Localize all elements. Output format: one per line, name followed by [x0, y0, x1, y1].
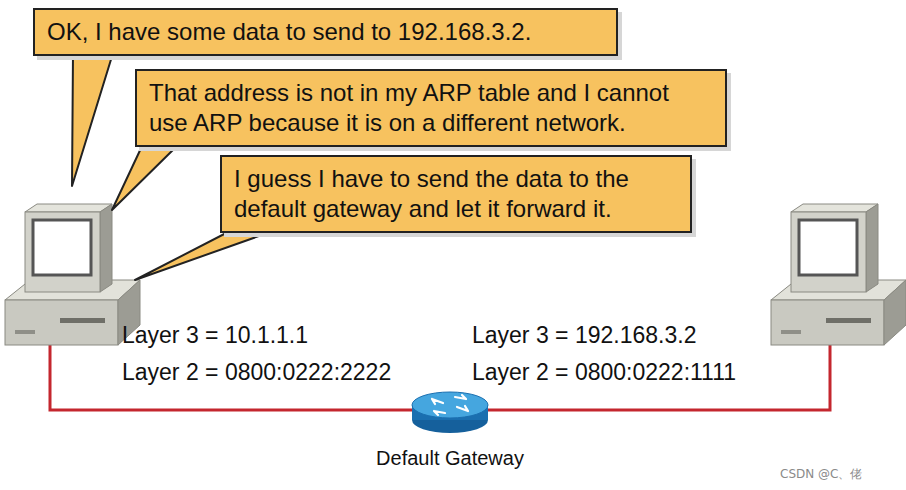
layer3-address: Layer 3 = 192.168.3.2 — [472, 322, 696, 349]
speech-bubble: I guess I have to send the data to the d… — [220, 155, 692, 233]
bubble-text: That address is not in my ARP table and … — [149, 78, 713, 138]
callout-tail — [135, 230, 276, 280]
gateway-label: Default Gateway — [360, 447, 540, 470]
gateway-router: Default Gateway — [360, 389, 540, 470]
layer2-address: Layer 2 = 0800:0222:2222 — [122, 359, 391, 386]
layer3-address: Layer 3 = 10.1.1.1 — [122, 322, 308, 349]
speech-bubble: OK, I have some data to send to 192.168.… — [33, 8, 618, 56]
callout-tail — [72, 53, 113, 186]
callout-tail — [112, 144, 179, 210]
layer2-address: Layer 2 = 0800:0222:1111 — [472, 359, 736, 386]
bubble-text: I guess I have to send the data to the d… — [234, 164, 678, 224]
watermark: CSDN @C、佬 — [780, 466, 862, 483]
router-icon — [410, 389, 490, 435]
speech-bubble: That address is not in my ARP table and … — [135, 69, 727, 147]
host-computer — [5, 204, 140, 345]
bubble-text: OK, I have some data to send to 192.168.… — [47, 17, 604, 47]
host-computer — [771, 204, 906, 345]
